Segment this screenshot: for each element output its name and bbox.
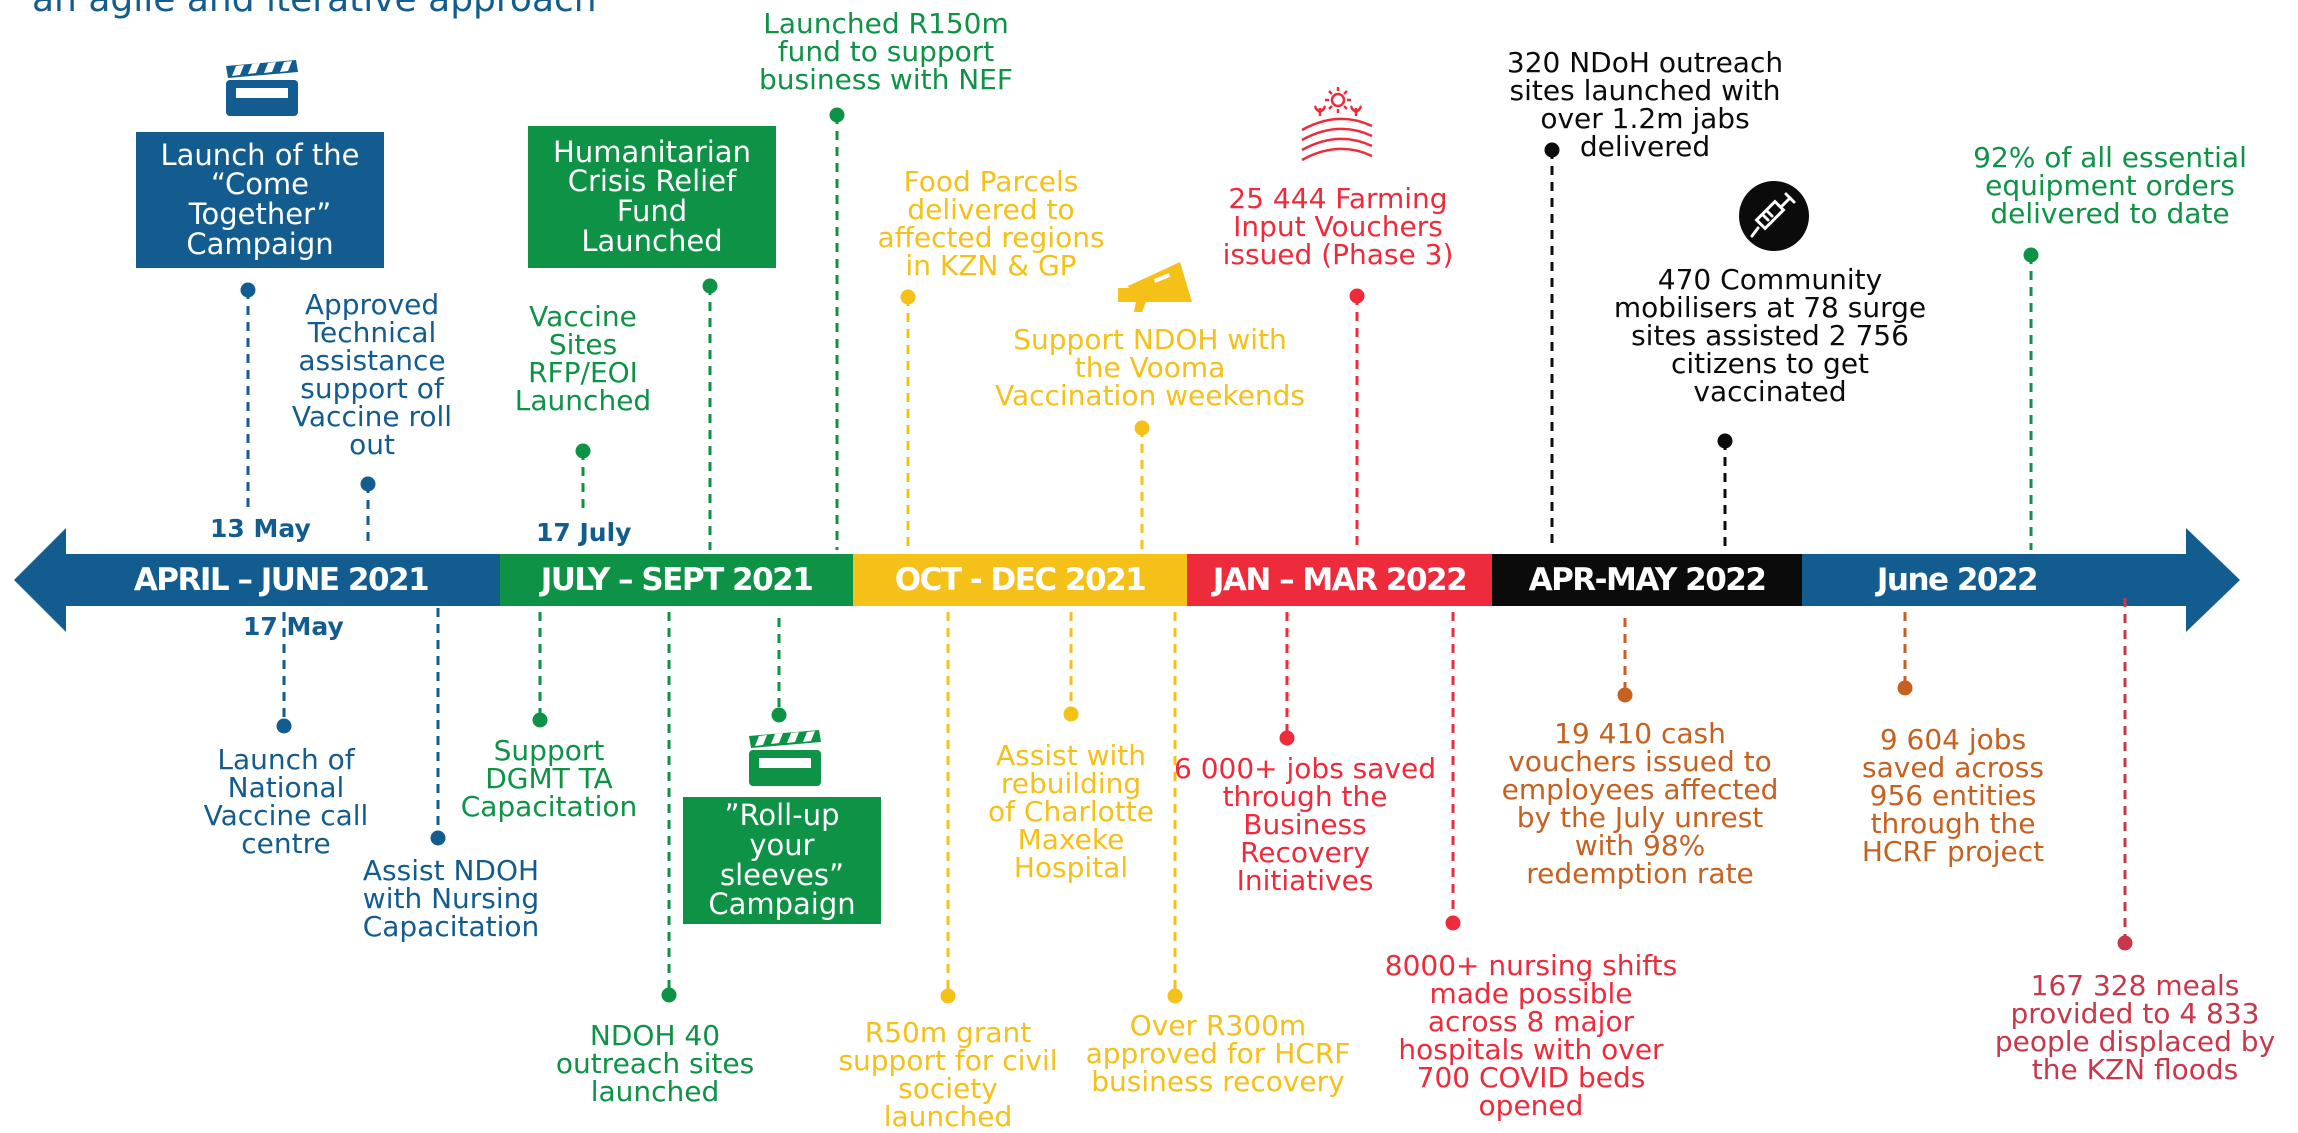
timeline-dot: [1167, 988, 1183, 1004]
event-charlotte-maxeke: Assist with rebuilding of Charlotte Maxe…: [988, 739, 1154, 884]
period-oct-dec-2021: OCT - DEC 2021: [853, 554, 1187, 606]
timeline-dot: [1134, 420, 1150, 436]
event-r300m-hcrf: Over R300m approved for HCRF business re…: [1085, 1009, 1351, 1098]
event-9604-jobs: 9 604 jobs saved across 956 entities thr…: [1861, 723, 2045, 868]
timeline-arrow-left-head: [14, 528, 66, 632]
event-technical-assistance: Approved Technical assistance support of…: [291, 288, 453, 461]
event-r150m-fund: Launched R150m fund to support business …: [759, 7, 1013, 96]
timeline-dot: [1544, 142, 1560, 158]
hcrf-launched-box: Humanitarian Crisis Relief Fund Launched: [528, 126, 776, 268]
event-320-ndoh-sites: 320 NDoH outreach sites launched with ov…: [1506, 46, 1784, 163]
timeline-dot: [1717, 433, 1733, 449]
timeline-dot: [1897, 680, 1913, 696]
event-470-mobilisers: 470 Community mobilisers at 78 surge sit…: [1613, 263, 1927, 408]
syringe-icon: [1739, 181, 1809, 251]
event-vaccine-call-centre: Launch of National Vaccine call centre: [203, 743, 369, 860]
event-dgmt-capacitation: Support DGMT TA Capacitation: [460, 734, 638, 823]
date-label-17-may: 17 May: [243, 612, 344, 641]
event-nursing-capacitation: Assist NDOH with Nursing Capacitation: [362, 854, 540, 943]
timeline-dot: [771, 707, 787, 723]
timeline-dot: [1063, 706, 1079, 722]
timeline-dot: [940, 988, 956, 1004]
event-vaccine-sites-rfp: Vaccine Sites RFP/EOI Launched: [514, 300, 652, 417]
clapperboard-icon: [749, 730, 821, 786]
event-food-parcels: Food Parcels delivered to affected regio…: [877, 165, 1105, 282]
period-april-june-2021: APRIL – JUNE 2021: [62, 554, 500, 606]
timeline-dot: [2117, 935, 2133, 951]
timeline-arrow-right-head: [2186, 528, 2240, 632]
timeline-dot: [1279, 730, 1295, 746]
event-kzn-floods-meals: 167 328 meals provided to 4 833 people d…: [1994, 969, 2276, 1086]
event-cash-vouchers: 19 410 cash vouchers issued to employees…: [1501, 717, 1779, 890]
event-6000-jobs: 6 000+ jobs saved through the Business R…: [1173, 752, 1436, 897]
timeline-dot: [661, 987, 677, 1003]
event-vooma-weekends: Support NDOH with the Vooma Vaccination …: [994, 323, 1306, 412]
timeline-dot: [702, 278, 718, 294]
megaphone-icon: [1118, 262, 1192, 312]
farm-field-icon: [1301, 87, 1373, 162]
event-nursing-shifts: 8000+ nursing shifts made possible acros…: [1384, 949, 1678, 1122]
timeline-dot: [900, 289, 916, 305]
timeline-dot: [430, 830, 446, 846]
roll-up-your-sleeves-box: ”Roll-up your sleeves” Campaign: [683, 797, 881, 924]
page-title-partial: an agile and iterative approach: [32, 0, 597, 18]
timeline-dot: [240, 282, 256, 298]
period-apr-may-2022: APR-MAY 2022: [1492, 554, 1802, 606]
date-label-17-july: 17 July: [536, 518, 632, 547]
event-equipment-orders: 92% of all essential equipment orders de…: [1973, 141, 2247, 230]
date-label-13-may: 13 May: [210, 514, 311, 543]
timeline-dot: [276, 718, 292, 734]
period-july-sept-2021: JULY – SEPT 2021: [500, 554, 853, 606]
timeline-arrow-body-right: [2110, 554, 2190, 606]
timeline-dot: [2023, 247, 2039, 263]
period-jan-mar-2022: JAN – MAR 2022: [1187, 554, 1492, 606]
timeline-dot: [829, 107, 845, 123]
clapperboard-icon: [226, 60, 298, 116]
event-r50m-grant: R50m grant support for civil society lau…: [838, 1016, 1058, 1133]
timeline-dot: [1617, 687, 1633, 703]
timeline-dot: [1349, 288, 1365, 304]
timeline-dot: [1445, 915, 1461, 931]
event-farming-vouchers: 25 444 Farming Input Vouchers issued (Ph…: [1222, 182, 1454, 271]
timeline-dot: [532, 712, 548, 728]
timeline-dot: [575, 443, 591, 459]
event-ndoh-40-sites: NDOH 40 outreach sites launched: [555, 1019, 755, 1108]
timeline-dot: [360, 476, 376, 492]
come-together-campaign-box: Launch of the “Come Together” Campaign: [136, 132, 384, 268]
period-june-2022: June 2022: [1802, 554, 2112, 606]
